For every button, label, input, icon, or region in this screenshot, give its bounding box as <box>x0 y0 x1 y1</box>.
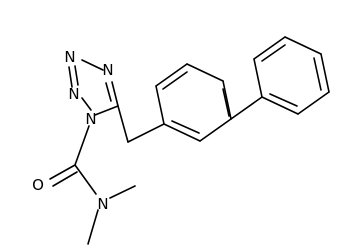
bond-carbonyl-c-o-double <box>52 171 78 187</box>
carboxamide-group <box>49 125 136 245</box>
ring2-bond-5 <box>297 91 330 115</box>
bond-n-methyl-a <box>109 185 136 199</box>
bond-c5-n4 <box>111 81 119 107</box>
bond-c5-ch2 <box>117 105 129 143</box>
ring2-inner-double-3 <box>269 93 298 107</box>
tetrazole-ring <box>68 59 119 116</box>
ring1-bond-6 <box>163 123 201 142</box>
phenyl-ring-2 <box>253 36 330 115</box>
bond-n3-n2-double <box>74 65 79 86</box>
ring1-bond-1 <box>155 85 165 125</box>
ring1-bond-2 <box>155 63 188 87</box>
ring1-inner-double-3 <box>171 120 200 134</box>
ring2-bond-6 <box>261 96 299 115</box>
atom-label-n3: N <box>64 48 75 66</box>
ring2-bond-2 <box>253 36 286 60</box>
bond-n3-n2 <box>68 66 73 88</box>
ring2-bond-4 <box>320 53 330 93</box>
atom-label-n2: N <box>68 85 79 103</box>
ring2-bond-3 <box>284 36 322 55</box>
ring2-inner-double-2 <box>313 57 322 91</box>
bond-n1-carbonyl-c <box>74 125 90 166</box>
ring1-bond-5 <box>199 118 232 142</box>
bond-carbonyl-c-o <box>49 164 76 180</box>
biphenyl-bond <box>230 96 263 120</box>
bond-ch2-ring <box>127 123 165 143</box>
ring2-bond-1 <box>253 58 263 98</box>
atom-label-n1: N <box>85 110 96 128</box>
atom-label-amide-n: N <box>97 195 108 213</box>
atom-label-oxygen: O <box>32 176 44 194</box>
bond-n-methyl-b <box>87 209 99 245</box>
ring1-inner-double-1 <box>162 71 188 90</box>
ring1-bond-4 <box>222 80 232 120</box>
atom-labels: N N N N O N <box>32 48 114 213</box>
atom-label-n4: N <box>102 61 113 79</box>
bond-n1-c5 <box>94 105 119 116</box>
methylene-linker <box>117 105 165 143</box>
bond-n4-n3 <box>81 59 104 71</box>
ring1-bond-3 <box>186 63 224 82</box>
bond-c5-n4-double <box>105 82 112 102</box>
ring2-inner-double-1 <box>261 44 286 62</box>
ring1-inner-double-2 <box>222 88 230 117</box>
bond-carbonyl-c-n <box>74 164 97 195</box>
bond-n2-n1 <box>81 97 92 111</box>
phenyl-ring-1 <box>155 63 232 142</box>
